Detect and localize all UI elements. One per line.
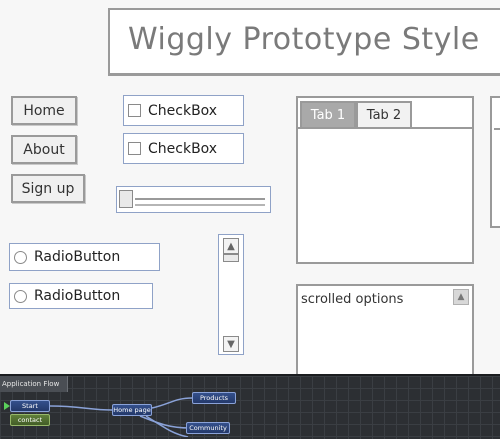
about-button[interactable]: About [11, 135, 77, 164]
checkbox-label: CheckBox [148, 102, 218, 119]
tab-control: Tab 1 Tab 2 [296, 96, 474, 264]
flow-node-start[interactable]: Start [10, 400, 50, 412]
list-item: scrolled options [301, 292, 404, 307]
radio-button-2[interactable]: RadioButton [9, 283, 153, 309]
down-arrow-icon[interactable]: ▼ [223, 336, 239, 352]
up-arrow-icon[interactable]: ▲ [453, 289, 469, 305]
checkbox-box[interactable] [128, 142, 141, 155]
title-box: Wiggly Prototype Style [108, 8, 500, 76]
scrolled-options-list[interactable]: scrolled options ▲ [296, 284, 474, 376]
flow-link-home-community-2 [145, 415, 189, 437]
checkbox-1[interactable]: CheckBox [123, 95, 244, 126]
radio-label: RadioButton [34, 288, 121, 304]
slider-track[interactable] [135, 198, 265, 206]
radio-label: RadioButton [34, 249, 121, 265]
flow-links [49, 397, 193, 437]
up-arrow-icon[interactable]: ▲ [223, 238, 239, 254]
tab-1[interactable]: Tab 1 [300, 101, 356, 127]
clipped-panel-header [494, 100, 500, 130]
checkbox-box[interactable] [128, 104, 141, 117]
checkbox-label: CheckBox [148, 140, 218, 157]
vertical-scrollbar[interactable]: ▲ ▼ [218, 234, 244, 355]
play-icon [4, 402, 10, 410]
scrollbar-thumb[interactable] [223, 254, 239, 262]
flow-link-home-community [139, 415, 191, 429]
tab-2[interactable]: Tab 2 [356, 101, 412, 127]
home-button[interactable]: Home [11, 96, 77, 125]
clipped-panel [490, 96, 500, 228]
flow-node-community[interactable]: Community [186, 422, 230, 434]
flow-link-home-products [151, 397, 193, 409]
flow-link-start-home [49, 405, 113, 411]
tab-divider [298, 127, 472, 129]
flow-panel-tab[interactable]: Application Flow [0, 376, 69, 392]
radio-circle[interactable] [14, 250, 27, 264]
application-flow-panel: Application Flow [0, 374, 500, 439]
radio-button-1[interactable]: RadioButton [9, 243, 160, 271]
flow-node-home-page[interactable]: Home page [112, 404, 152, 416]
slider-thumb[interactable] [119, 190, 133, 208]
page-title: Wiggly Prototype Style [128, 22, 480, 57]
flow-node-products[interactable]: Products [192, 392, 236, 404]
slider[interactable] [116, 186, 271, 213]
flow-node-contact[interactable]: contact [10, 414, 50, 426]
checkbox-2[interactable]: CheckBox [123, 133, 244, 164]
radio-circle[interactable] [14, 289, 27, 303]
sign-up-button[interactable]: Sign up [11, 174, 85, 203]
